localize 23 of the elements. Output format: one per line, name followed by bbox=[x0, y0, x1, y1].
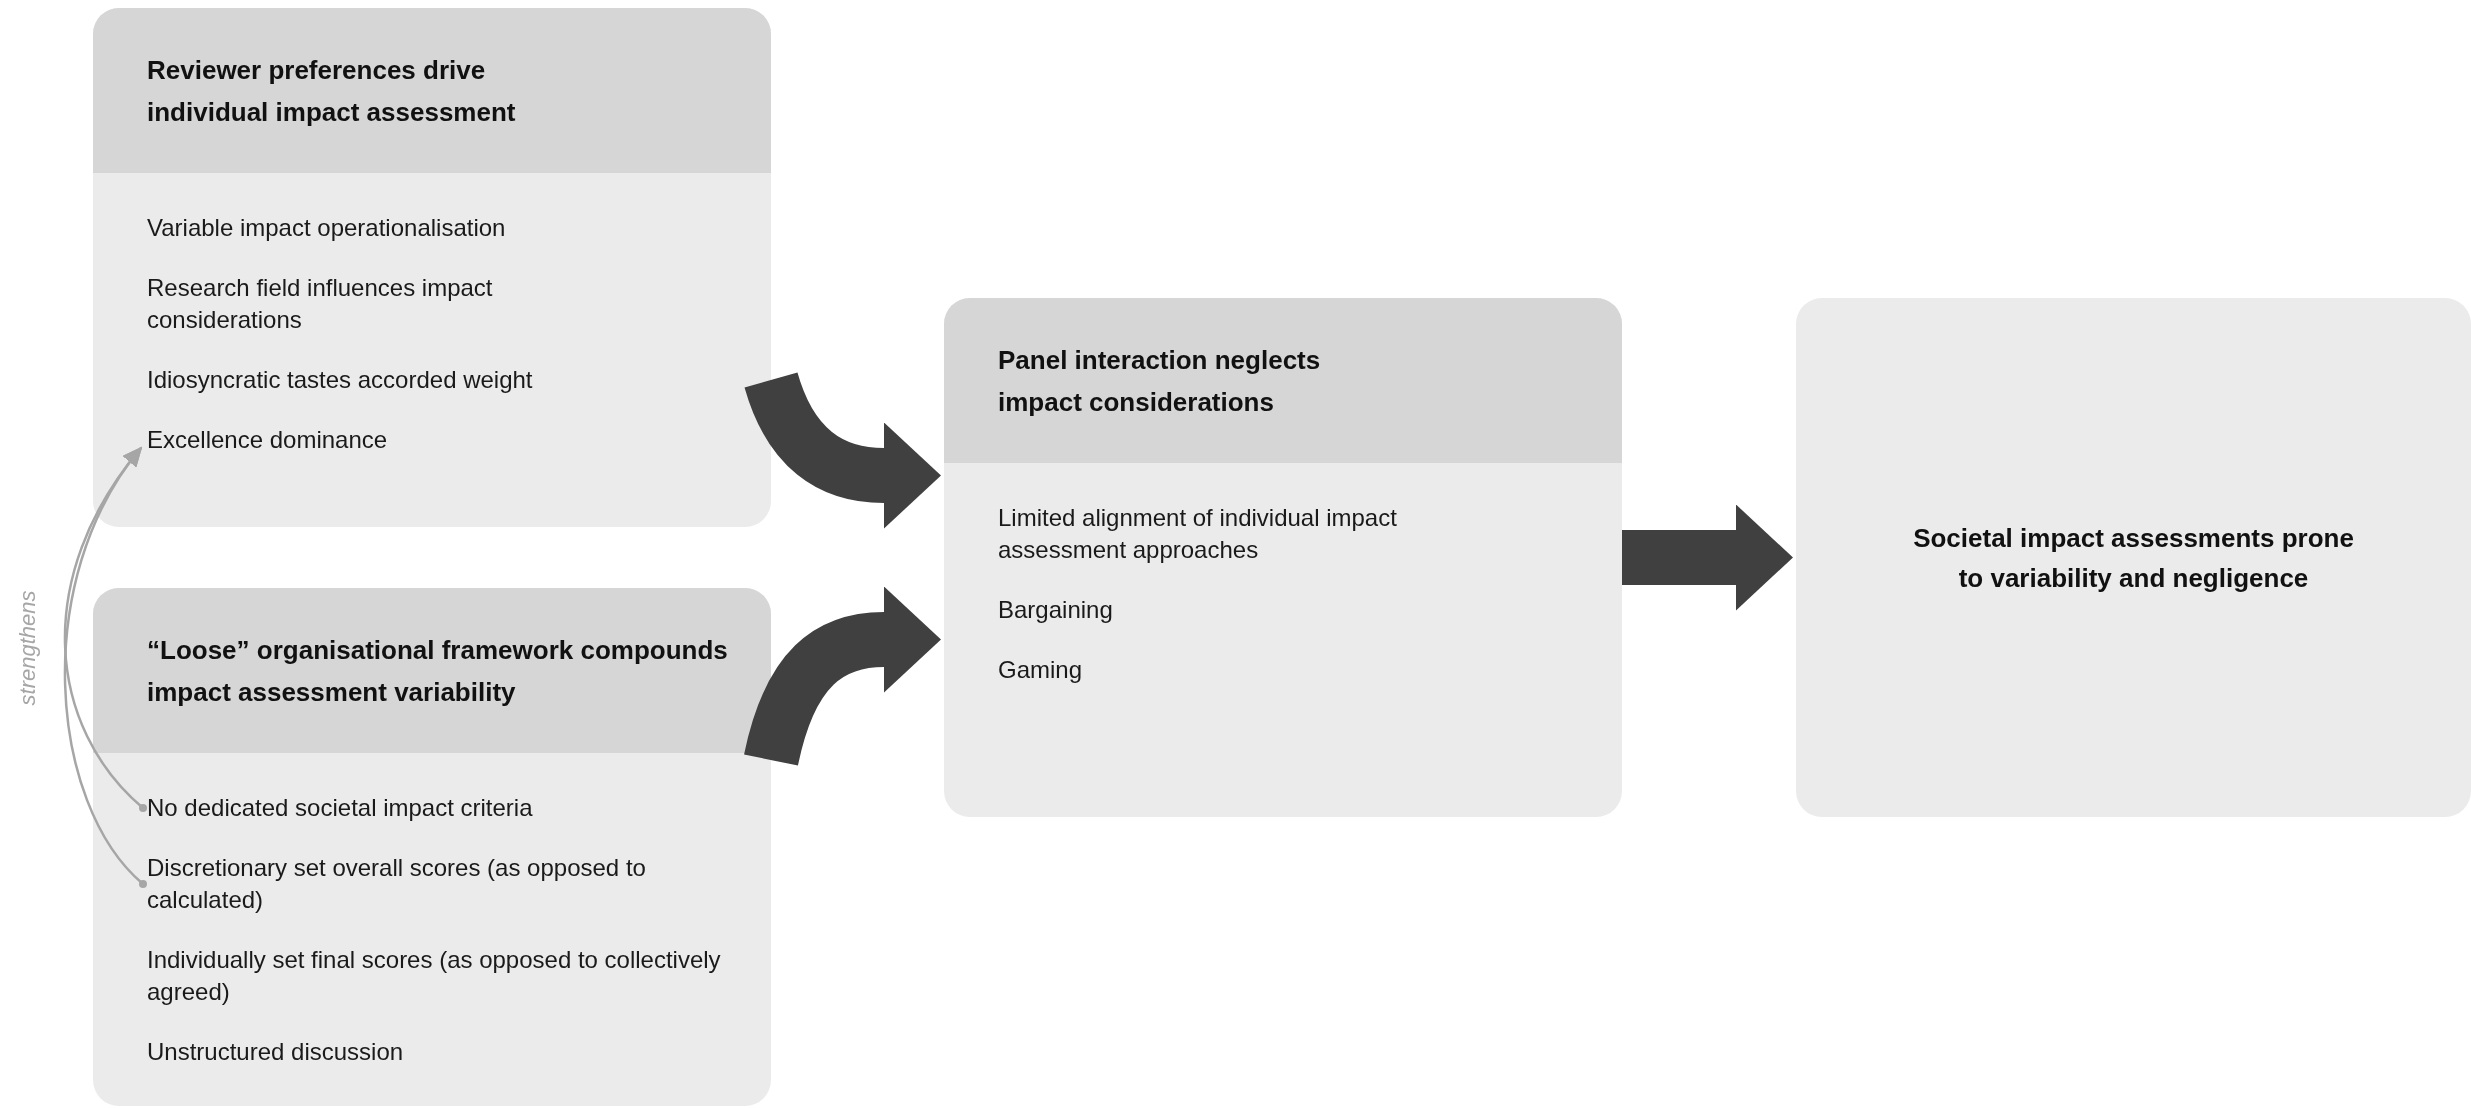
finding-text: Individually set final scores (as opposed to collectively agreed) bbox=[147, 944, 721, 1008]
finding-text: Unstructured discussion bbox=[147, 1036, 404, 1068]
theme-card bbox=[93, 588, 771, 1106]
block-arrow bbox=[1622, 504, 1793, 611]
finding-text: Bargaining bbox=[998, 594, 1113, 626]
finding-text: Idiosyncratic tastes accorded weight bbox=[147, 364, 533, 396]
card-heading: Panel interaction neglects impact considerations bbox=[944, 298, 1622, 463]
finding-text: Research field influences impact considerations bbox=[147, 272, 587, 336]
edge-label: strengthens bbox=[15, 590, 41, 706]
block-arrow bbox=[744, 586, 941, 767]
theme-card bbox=[93, 8, 771, 527]
arrow bbox=[63, 446, 147, 888]
finding-text: Excellence dominance bbox=[147, 424, 388, 456]
finding-text: No dedicated societal impact criteria bbox=[147, 792, 533, 824]
outcome-heading: Societal impact assessments prone to variability and negligence bbox=[1912, 521, 2355, 595]
finding-text: Discretionary set overall scores (as opposed to calculated) bbox=[147, 852, 721, 916]
finding-text: Gaming bbox=[998, 654, 1083, 686]
card-heading: Reviewer preferences drive individual impact assessment bbox=[93, 8, 771, 173]
finding-text: Limited alignment of individual impact assessment approaches bbox=[998, 502, 1518, 566]
card-heading: “Loose” organisational framework compounds impact assessment variability bbox=[93, 588, 771, 753]
block-arrow bbox=[744, 371, 941, 529]
theme-card bbox=[944, 298, 1622, 817]
finding-text: Variable impact operationalisation bbox=[147, 212, 506, 244]
